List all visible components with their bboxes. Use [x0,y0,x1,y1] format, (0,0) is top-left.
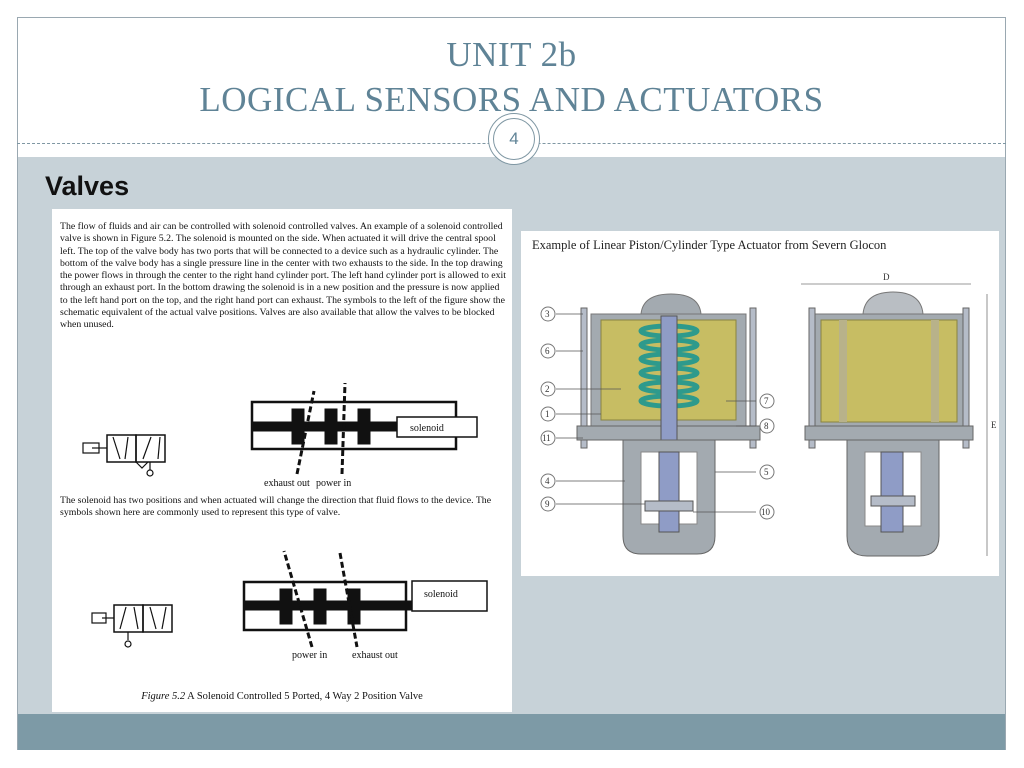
actuator-external: D E [801,272,997,557]
page-number-badge: 4 [488,113,540,165]
dimension-d: D [883,272,890,282]
figure-number: Figure 5.2 [141,691,186,702]
flow-arrows-bottom [282,550,359,648]
power-label-bottom: power in [292,650,327,661]
valve-positions-text: The solenoid has two positions and when … [60,495,492,519]
callout-7: 7 [764,396,769,406]
actuator-cutaway [576,293,761,555]
exhaust-label-top: exhaust out [264,478,310,489]
exhaust-label-bottom: exhaust out [352,650,398,661]
callouts-right: 7 8 5 10 [759,393,775,520]
page-number: 4 [493,118,535,160]
flow-arrows-top [295,382,347,475]
valve-figure: The flow of fluids and air can be contro… [52,209,512,712]
callout-9: 9 [545,499,550,509]
callout-1: 1 [545,409,550,419]
callout-4: 4 [545,476,550,486]
valve-diagram-bottom: solenoid power in exhaust out [91,550,488,661]
valve-symbol-top [82,434,166,477]
valve-description: The flow of fluids and air can be contro… [60,221,507,331]
actuator-figure: Example of Linear Piston/Cylinder Type A… [521,231,999,576]
valve-diagram-top: solenoid exhaust out power in [82,382,478,489]
title-area: UNIT 2b LOGICAL SENSORS AND ACTUATORS [17,17,1006,143]
figure-caption-text: A Solenoid Controlled 5 Ported, 4 Way 2 … [185,691,423,702]
callout-8: 8 [764,421,769,431]
title-line-2: LOGICAL SENSORS AND ACTUATORS [199,80,824,119]
figure-caption: Figure 5.2 A Solenoid Controlled 5 Porte… [52,691,512,702]
callout-10: 10 [761,507,771,517]
callout-11: 11 [542,433,551,443]
callouts-left: 3 6 2 1 11 4 9 [540,306,556,512]
callout-3: 3 [545,309,550,319]
solenoid-label-bottom: solenoid [424,589,458,600]
callout-lines [556,313,756,513]
valve-body-bottom [242,580,488,632]
callout-6: 6 [545,346,550,356]
actuator-illustration: 3 6 2 1 11 4 9 7 8 5 10 D E [540,272,997,557]
callout-2: 2 [545,384,550,394]
bottom-bar [18,714,1005,750]
section-heading: Valves [45,171,130,201]
solenoid-label-top: solenoid [410,423,444,434]
dimension-e: E [991,420,997,430]
valve-symbol-bottom [91,604,173,648]
valve-body-top [250,400,478,451]
power-label-top: power in [316,478,351,489]
title-line-1: UNIT 2b [446,35,577,74]
actuator-caption: Example of Linear Piston/Cylinder Type A… [532,238,887,252]
callout-5: 5 [764,467,769,477]
